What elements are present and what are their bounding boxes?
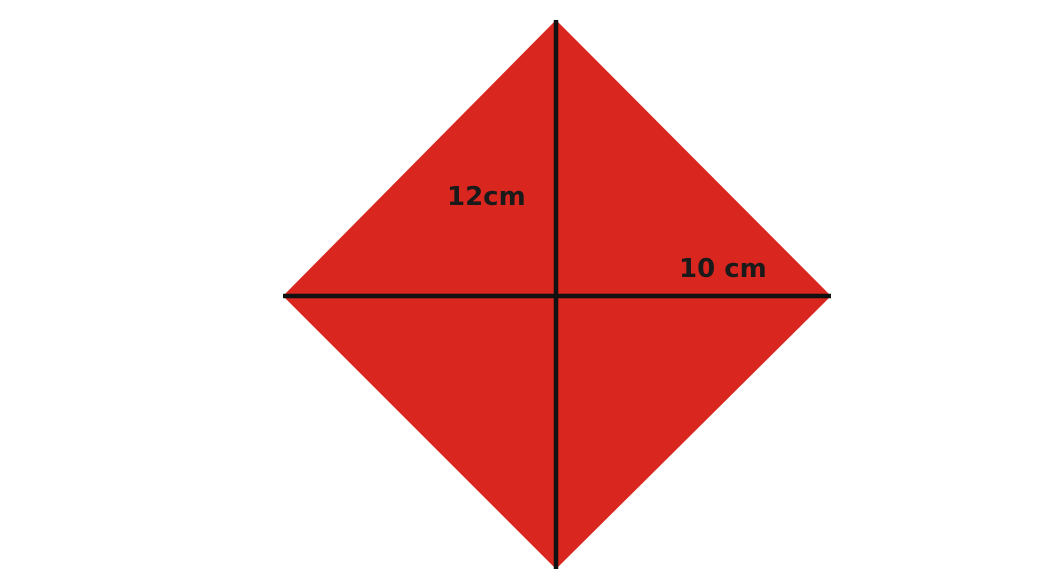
horizontal-diagonal-label: 10 cm xyxy=(679,254,767,284)
vertical-diagonal-label: 12cm xyxy=(447,182,526,212)
